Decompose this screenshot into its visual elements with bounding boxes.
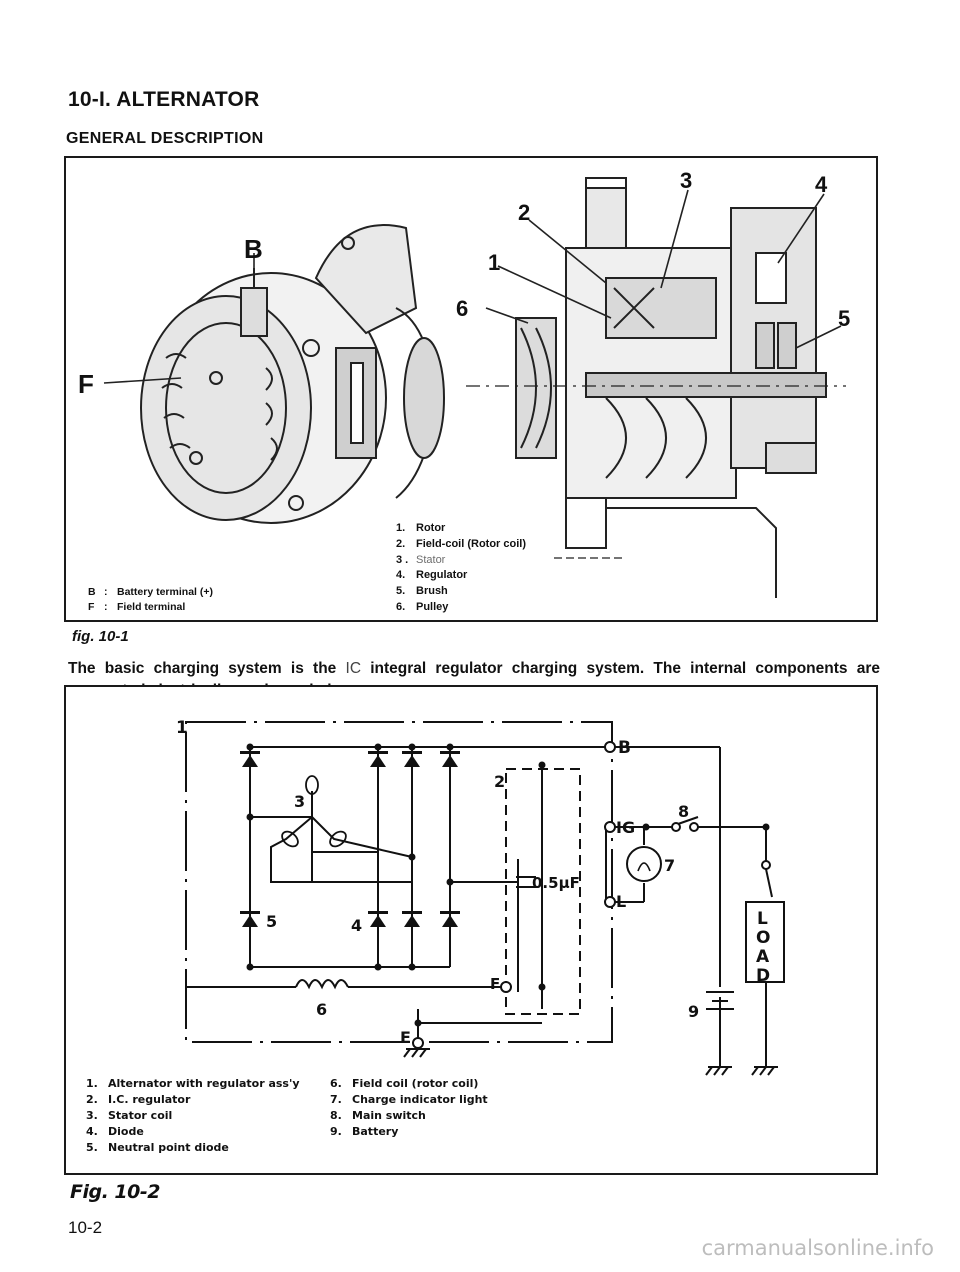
legend-text: Neutral point diode bbox=[108, 1141, 229, 1154]
legend-right: 6. Field coil (rotor coil) 7. Charge indica… bbox=[330, 1076, 488, 1140]
part-number: 1. bbox=[396, 522, 406, 534]
legend-number: 5. bbox=[86, 1141, 98, 1154]
part-name: Brush bbox=[416, 585, 448, 598]
legend-number: 4. bbox=[86, 1125, 98, 1138]
legend-item: 9. Battery bbox=[330, 1124, 488, 1140]
callout-1: 1 bbox=[488, 250, 500, 275]
legend-number: 8. bbox=[330, 1109, 342, 1122]
label-3: 3 bbox=[294, 792, 305, 811]
charging-circuit: 1 B 2 3 4 5 6 IG 7 8 0.5μF L F E 9 L O A… bbox=[176, 718, 785, 1076]
label-4: 4 bbox=[351, 916, 362, 935]
alternator-illustration: B F 1 2 3 4 5 6 bbox=[78, 168, 850, 598]
part-number: 5. bbox=[396, 585, 406, 598]
alternator-figure: B F 1 2 3 4 5 6 1. Rotor 2. Field-coil (Rot… bbox=[64, 156, 878, 622]
part-name: Regulator bbox=[416, 569, 468, 582]
part-number: 3 . bbox=[396, 553, 409, 566]
parts-list: 1. Rotor 2. Field-coil (Rotor coil) 3 . Stato… bbox=[396, 521, 526, 616]
terminal-name: Battery terminal (+) bbox=[117, 586, 213, 598]
legend-text: Charge indicator light bbox=[352, 1093, 488, 1106]
part-name: Rotor bbox=[416, 522, 446, 534]
legend-number: 6. bbox=[330, 1077, 342, 1090]
label-7: 7 bbox=[664, 856, 675, 875]
callout-4: 4 bbox=[815, 172, 828, 197]
legend-text: Diode bbox=[108, 1125, 144, 1138]
legend-number: 9. bbox=[330, 1125, 342, 1138]
legend-item: 5. Neutral point diode bbox=[86, 1140, 300, 1156]
label-1: 1 bbox=[176, 718, 188, 738]
part-name: Pulley bbox=[416, 600, 449, 613]
load-letter-o: O bbox=[756, 928, 770, 948]
terminal-item: B: Battery terminal (+) bbox=[88, 585, 213, 600]
legend-text: Battery bbox=[352, 1125, 399, 1138]
parts-list-item: 2. Field-coil (Rotor coil) bbox=[396, 537, 526, 553]
legend-item: 1. Alternator with regulator ass'y bbox=[86, 1076, 300, 1092]
parts-list-item: 5. Brush bbox=[396, 584, 526, 600]
legend-text: I.C. regulator bbox=[108, 1093, 191, 1106]
label-2: 2 bbox=[494, 772, 505, 791]
watermark: carmanualsonline.info bbox=[701, 1236, 934, 1260]
legend-item: 4. Diode bbox=[86, 1124, 300, 1140]
terminal-name: Field terminal bbox=[117, 601, 186, 613]
terminal-key: B bbox=[88, 586, 96, 598]
label-8: 8 bbox=[678, 802, 689, 821]
callout-b: B bbox=[244, 234, 263, 264]
legend-left: 1. Alternator with regulator ass'y 2. I.C. … bbox=[86, 1076, 300, 1156]
callout-5: 5 bbox=[838, 306, 850, 331]
legend-text: Stator coil bbox=[108, 1109, 173, 1122]
page-number: 10-2 bbox=[68, 1218, 103, 1237]
label-5: 5 bbox=[266, 912, 277, 931]
legend-item: 8. Main switch bbox=[330, 1108, 488, 1124]
legend-text: Field coil (rotor coil) bbox=[352, 1077, 479, 1090]
label-e: E bbox=[400, 1028, 411, 1047]
legend-number: 2. bbox=[86, 1093, 98, 1106]
label-6: 6 bbox=[316, 1000, 327, 1019]
sub-title: GENERAL DESCRIPTION bbox=[66, 130, 264, 147]
terminal-key: F bbox=[88, 601, 95, 613]
section-title: 10-I. ALTERNATOR bbox=[68, 88, 260, 111]
part-number: 4. bbox=[396, 569, 406, 582]
part-number: 6. bbox=[396, 600, 406, 613]
label-ig: IG bbox=[616, 818, 635, 837]
figure-caption-2: Fig. 10-2 bbox=[70, 1181, 160, 1203]
parts-list-item: 4. Regulator bbox=[396, 568, 526, 584]
legend-number: 7. bbox=[330, 1093, 342, 1106]
ic-term: IC bbox=[345, 660, 362, 677]
parts-list-item: 3 . Stator bbox=[396, 553, 526, 569]
parts-list-item: 1. Rotor bbox=[396, 521, 526, 537]
label-capacitor: 0.5μF bbox=[532, 874, 580, 892]
callout-6: 6 bbox=[456, 296, 468, 321]
callout-f: F bbox=[78, 369, 94, 399]
legend-item: 2. I.C. regulator bbox=[86, 1092, 300, 1108]
terminal-sep: : bbox=[104, 601, 108, 613]
legend-number: 3. bbox=[86, 1109, 98, 1122]
terminal-list: B: Battery terminal (+) F: Field terminal bbox=[88, 585, 213, 615]
wiring-diagram: 1 B 2 3 4 5 6 IG 7 8 0.5μF L F E 9 L O A… bbox=[64, 685, 878, 1175]
legend-item: 6. Field coil (rotor coil) bbox=[330, 1076, 488, 1092]
label-f: F bbox=[490, 975, 500, 993]
figure-caption-1: fig. 10-1 bbox=[72, 628, 129, 645]
part-name: Stator bbox=[416, 553, 446, 566]
legend-text: Main switch bbox=[352, 1109, 426, 1122]
load-letter-l: L bbox=[757, 909, 768, 929]
part-number: 2. bbox=[396, 537, 406, 550]
callout-3: 3 bbox=[680, 168, 692, 193]
callout-2: 2 bbox=[518, 200, 530, 225]
legend-item: 7. Charge indicator light bbox=[330, 1092, 488, 1108]
label-b: B bbox=[618, 738, 631, 758]
legend-item: 3. Stator coil bbox=[86, 1108, 300, 1124]
part-name: Field-coil (Rotor coil) bbox=[416, 537, 526, 550]
terminal-item: F: Field terminal bbox=[88, 600, 213, 615]
legend-text: Alternator with regulator ass'y bbox=[108, 1077, 300, 1090]
load-letter-a: A bbox=[756, 947, 770, 967]
terminal-sep: : bbox=[104, 586, 108, 598]
label-l: L bbox=[616, 892, 626, 911]
legend-number: 1. bbox=[86, 1077, 98, 1090]
label-9: 9 bbox=[688, 1002, 699, 1021]
load-letter-d: D bbox=[756, 966, 770, 986]
parts-list-item: 6. Pulley bbox=[396, 600, 526, 616]
